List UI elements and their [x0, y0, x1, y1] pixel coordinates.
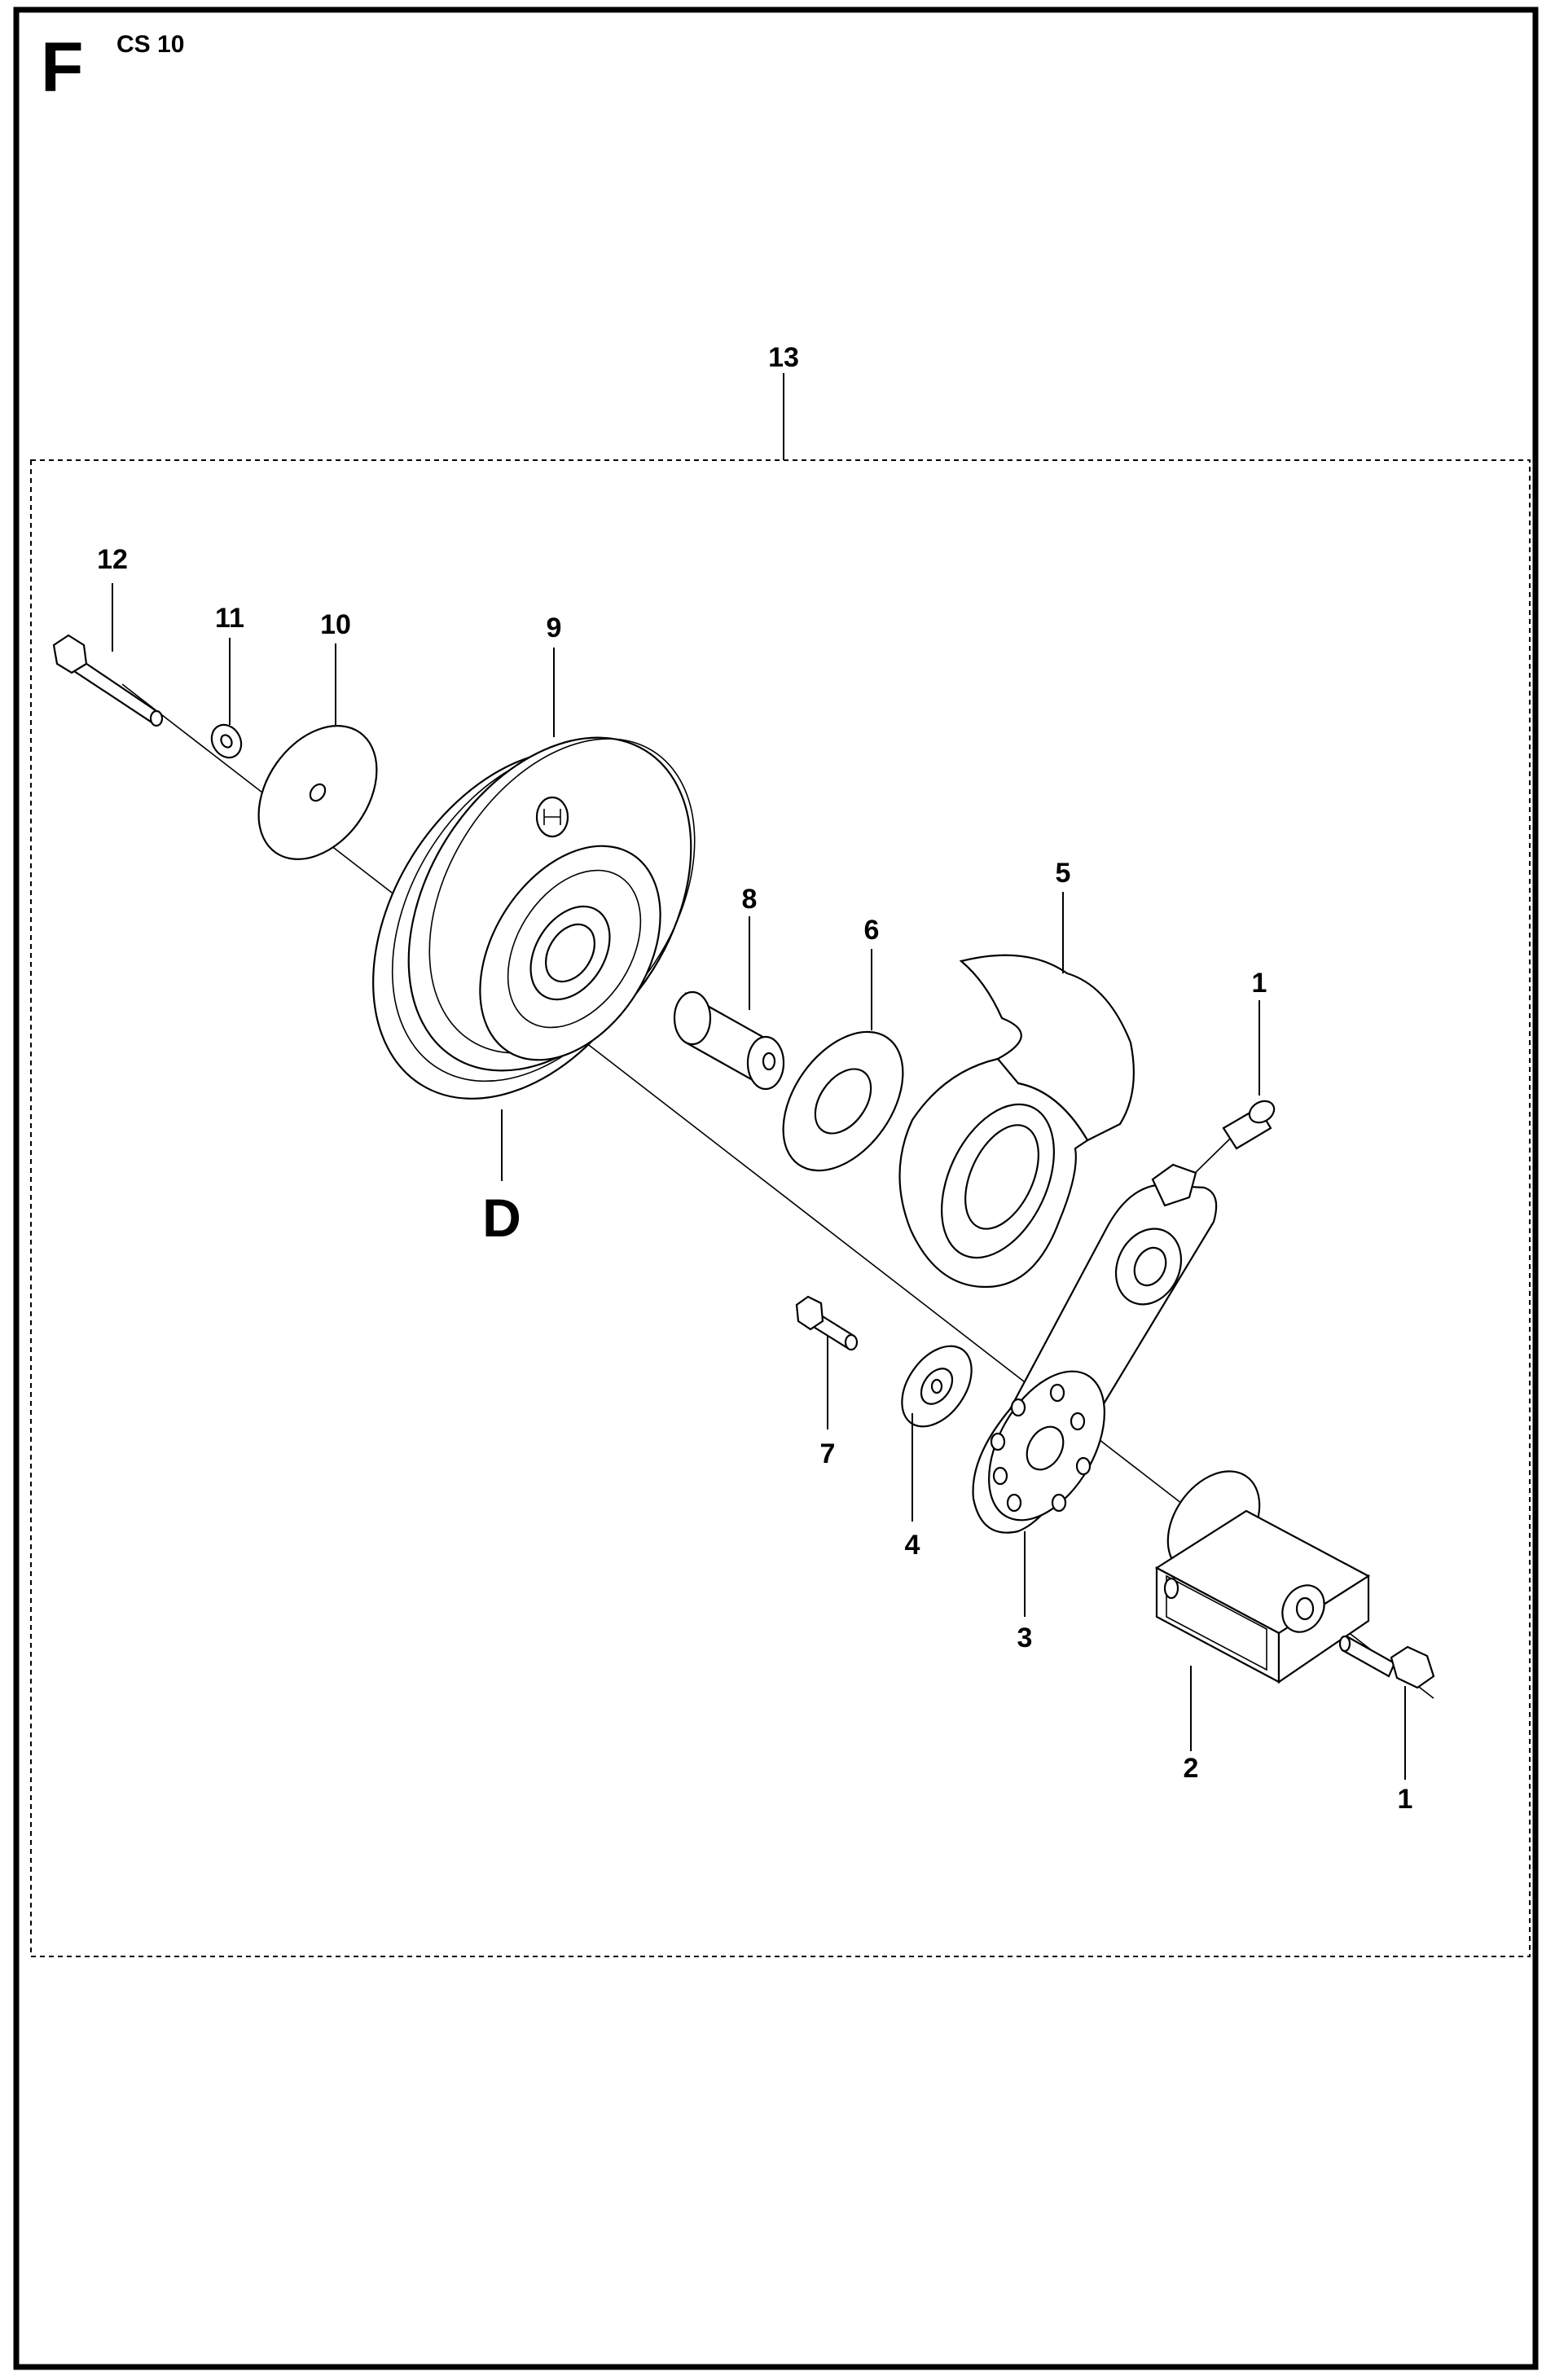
- shield: [898, 954, 1135, 1289]
- callout-8: 8: [742, 884, 758, 915]
- callout-6: 6: [864, 915, 880, 946]
- callout-4: 4: [905, 1530, 920, 1561]
- long-bolt: [52, 634, 164, 727]
- callout-3: 3: [1017, 1623, 1033, 1653]
- spacer-washer: [782, 1030, 904, 1172]
- bushing: [673, 990, 785, 1091]
- arm-plate: [972, 1163, 1218, 1534]
- callout-9: 9: [547, 613, 562, 643]
- callout-2: 2: [1184, 1753, 1199, 1784]
- large-washer: [257, 725, 378, 860]
- model-title: CS 10: [116, 31, 184, 58]
- bolt-top: [1184, 1100, 1276, 1183]
- pulley: [372, 736, 696, 1100]
- callout-1-bottom: 1: [1398, 1784, 1413, 1815]
- screw: [795, 1295, 859, 1351]
- callout-10: 10: [320, 609, 351, 640]
- callout-5: 5: [1056, 858, 1071, 889]
- callout-d: D: [482, 1188, 521, 1248]
- callout-1-top: 1: [1252, 968, 1267, 999]
- page-frame: [13, 7, 1539, 2370]
- small-washer: [901, 1345, 973, 1428]
- section-letter: F: [41, 29, 84, 107]
- assembly-boundary: [30, 459, 1531, 1957]
- callout-13: 13: [768, 342, 799, 373]
- bolt-bottom: [1338, 1635, 1435, 1689]
- callout-12: 12: [97, 544, 128, 575]
- lock-washer: [210, 723, 243, 759]
- brand-logo-icon: [535, 796, 569, 838]
- callout-7: 7: [820, 1438, 836, 1469]
- callout-11: 11: [215, 603, 244, 634]
- bracket: [1154, 1470, 1371, 1684]
